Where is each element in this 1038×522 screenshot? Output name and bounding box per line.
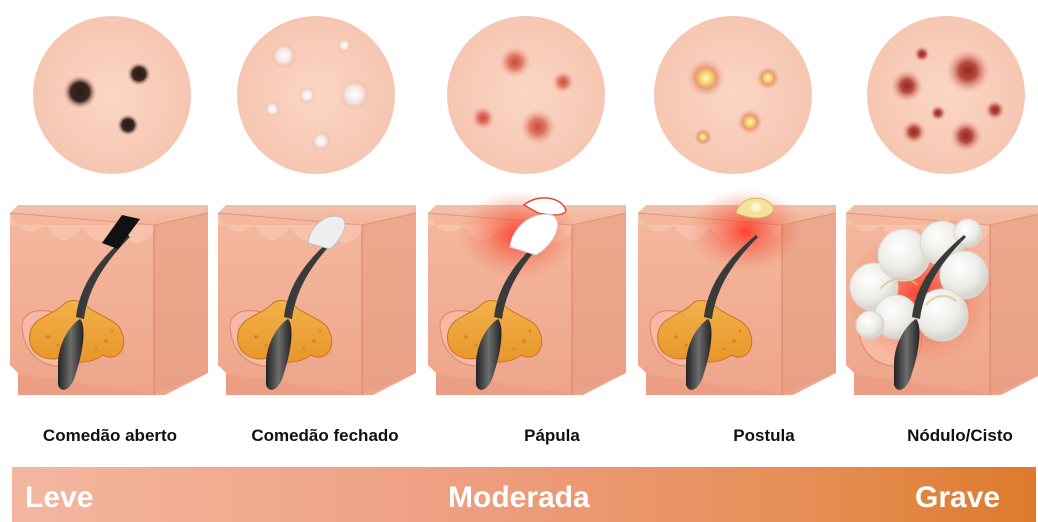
severity-mid-label: Moderada	[448, 481, 590, 515]
cross-section-papule	[428, 190, 626, 395]
circle-nodule-cyst	[867, 16, 1025, 174]
cross-section-nodule-cyst	[846, 205, 1038, 395]
cross-section-open-comedone	[10, 205, 208, 395]
stage-label-open-comedone: Comedão aberto	[10, 426, 210, 446]
severity-low-label: Leve	[25, 481, 93, 515]
circle-open-comedone	[33, 16, 191, 174]
circle-pustule	[654, 16, 812, 174]
circle-papule	[447, 16, 605, 174]
stage-label-nodule-cyst: Nódulo/Cisto	[860, 426, 1038, 446]
cross-section-closed-comedone	[218, 205, 416, 395]
stage-label-papule: Pápula	[452, 426, 652, 446]
stage-label-closed-comedone: Comedão fechado	[225, 426, 425, 446]
circle-closed-comedone	[237, 16, 395, 174]
stage-label-pustule: Postula	[664, 426, 864, 446]
cross-section-pustule	[638, 189, 836, 395]
severity-high-label: Grave	[915, 481, 1000, 515]
